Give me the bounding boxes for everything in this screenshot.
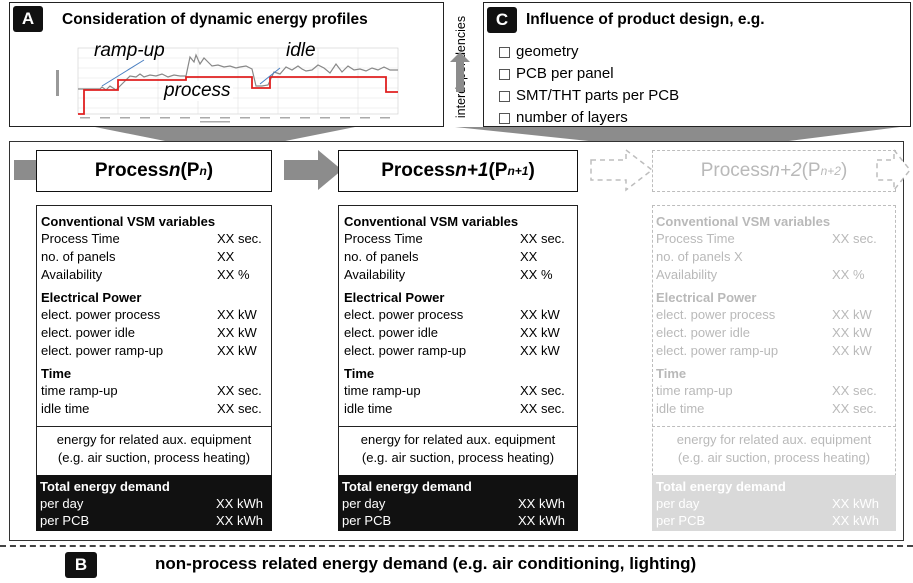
flow-arrow-n1-ghost xyxy=(590,148,654,192)
process-n1-aux: energy for related aux. equipment (e.g. … xyxy=(360,432,556,465)
ramp-up-label: ramp-up xyxy=(94,40,165,61)
non-process-energy-text: non-process related energy demand (e.g. … xyxy=(155,554,697,573)
table-row: no. of panels X xyxy=(656,249,743,264)
funnel-arrow-c xyxy=(455,127,900,149)
section-title: Conventional VSM variables xyxy=(344,214,519,229)
process-n2-aux: energy for related aux. equipment (e.g. … xyxy=(676,432,872,465)
section-title: Time xyxy=(41,366,72,381)
section-title: Time xyxy=(344,366,375,381)
funnel-arrow-a xyxy=(95,127,355,149)
badge-c: C xyxy=(487,7,517,33)
badge-b: B xyxy=(65,552,97,578)
checkbox-icon xyxy=(499,113,510,124)
energy-profiles-title: Consideration of dynamic energy profiles xyxy=(62,11,368,28)
section-title: Electrical Power xyxy=(41,290,142,305)
flow-arrow-n xyxy=(284,150,342,190)
process-n1-divider xyxy=(338,426,578,427)
process-label: process xyxy=(162,80,233,101)
list-item: geometry xyxy=(499,41,679,63)
flow-arrow-out-ghost xyxy=(876,148,911,192)
section-title: Conventional VSM variables xyxy=(656,214,831,229)
section-title: Electrical Power xyxy=(344,290,445,305)
process-n-divider xyxy=(36,426,272,427)
list-item: number of layers xyxy=(499,107,679,129)
product-design-title: Influence of product design, e.g. xyxy=(526,11,765,28)
dashed-separator xyxy=(0,545,913,547)
section-title: Time xyxy=(656,366,687,381)
energy-profile-chart xyxy=(56,47,399,123)
product-design-list: geometry PCB per panel SMT/THT parts per… xyxy=(499,41,679,129)
checkbox-icon xyxy=(499,47,510,58)
checkbox-icon xyxy=(499,91,510,102)
process-n2-divider xyxy=(652,426,896,427)
section-title: Conventional VSM variables xyxy=(41,214,216,229)
interdependency-arrow xyxy=(450,52,470,92)
list-item: SMT/THT parts per PCB xyxy=(499,85,679,107)
product-design-box xyxy=(483,2,911,127)
idle-label: idle xyxy=(286,40,316,61)
process-n-aux: energy for related aux. equipment (e.g. … xyxy=(56,432,252,465)
badge-a: A xyxy=(13,6,43,32)
list-item: PCB per panel xyxy=(499,63,679,85)
checkbox-icon xyxy=(499,69,510,80)
section-title: Electrical Power xyxy=(656,290,757,305)
